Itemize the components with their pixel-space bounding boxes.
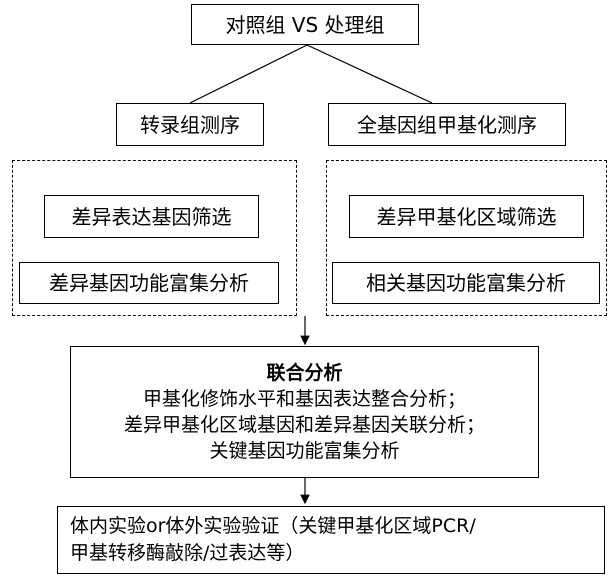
- validation-line-2: 甲基转移酶敲除/过表达等）: [70, 542, 305, 564]
- integrated-analysis-box: 联合分析 甲基化修饰水平和基因表达整合分析； 差异甲基化区域基因和差异基因关联分…: [70, 346, 539, 478]
- connector-top-to-right: [306, 44, 433, 104]
- control-vs-treatment-box: 对照组 VS 处理组: [191, 4, 419, 45]
- related-gene-enrichment-box: 相关基因功能富集分析: [332, 262, 600, 304]
- dmr-screening-label: 差异甲基化区域筛选: [376, 204, 557, 229]
- dmr-screening-box: 差异甲基化区域筛选: [349, 195, 584, 238]
- validation-line-1: 体内实验or体外实验验证（关键甲基化区域PCR/: [70, 515, 476, 537]
- deg-enrichment-label: 差异基因功能富集分析: [49, 271, 249, 295]
- integration-line-2: 差异甲基化区域基因和差异基因关联分析；: [123, 414, 485, 436]
- deg-screening-box: 差异表达基因筛选: [44, 195, 259, 238]
- deg-enrichment-box: 差异基因功能富集分析: [19, 262, 279, 304]
- transcriptome-sequencing-label: 转录组测序: [140, 112, 240, 137]
- validation-box: 体内实验or体外实验验证（关键甲基化区域PCR/ 甲基转移酶敲除/过表达等）: [57, 506, 605, 574]
- wgbs-sequencing-label: 全基因组甲基化测序: [357, 112, 537, 137]
- integration-line-3: 关键基因功能富集分析: [209, 440, 400, 462]
- transcriptome-sequencing-box: 转录组测序: [116, 103, 264, 146]
- integration-line-1: 甲基化修饰水平和基因表达整合分析；: [142, 388, 466, 410]
- integrated-analysis-title: 联合分析: [266, 362, 343, 384]
- methylation-analysis-group: [326, 160, 607, 316]
- deg-screening-label: 差异表达基因筛选: [71, 204, 232, 229]
- connector-top-to-left: [189, 44, 308, 104]
- related-gene-enrichment-label: 相关基因功能富集分析: [366, 271, 566, 295]
- transcriptome-analysis-group: [12, 160, 297, 316]
- wgbs-sequencing-box: 全基因组甲基化测序: [328, 103, 566, 146]
- control-vs-treatment-label: 对照组 VS 处理组: [225, 12, 385, 37]
